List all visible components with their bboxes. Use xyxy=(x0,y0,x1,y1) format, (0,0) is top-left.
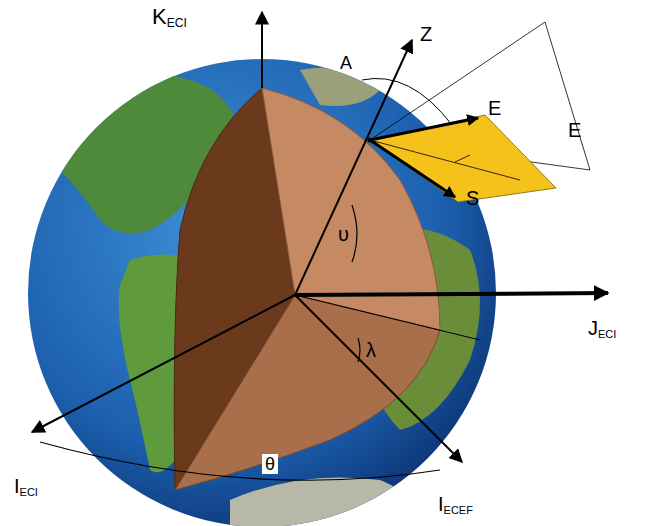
axis-label: IECI xyxy=(14,476,38,498)
axis-label: IECEF xyxy=(438,494,473,516)
axis-label: JECI xyxy=(588,318,616,340)
vector-label: S xyxy=(466,188,479,208)
angle-label: θ xyxy=(262,454,278,474)
axis-label: KECI xyxy=(152,6,187,29)
angle-label: υ xyxy=(338,224,349,244)
tangent-plane xyxy=(362,22,590,202)
axes xyxy=(32,12,608,480)
angle-label: A xyxy=(340,54,352,72)
vector-label: E xyxy=(568,120,581,140)
angle-label: λ xyxy=(366,340,376,360)
vector-label: E xyxy=(488,98,501,118)
axis-label: Z xyxy=(420,24,432,44)
